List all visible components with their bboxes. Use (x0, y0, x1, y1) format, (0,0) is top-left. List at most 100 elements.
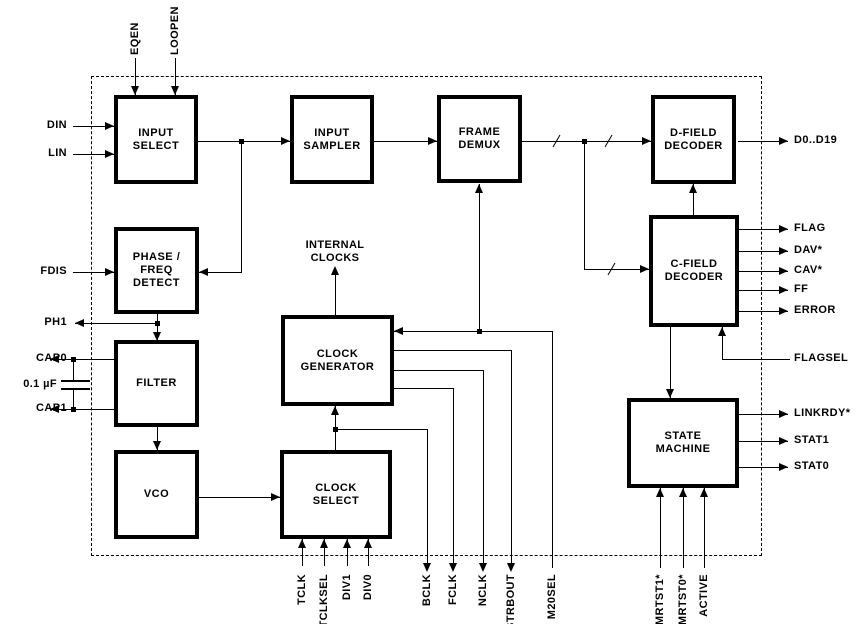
block-c-field-decoder: C-FIELD DECODER (649, 215, 739, 327)
pin-label-smrtst0: SMRTST0* (677, 574, 689, 624)
junction-dot (71, 357, 76, 362)
arrowhead (105, 268, 114, 276)
arrowhead (700, 488, 708, 497)
wire (324, 539, 325, 566)
wire (199, 272, 242, 273)
arrowhead (105, 150, 114, 158)
pin-label-fclk: FCLK (447, 574, 459, 605)
pin-label-flag: FLAG (794, 222, 826, 234)
block-clock-select: CLOCK SELECT (280, 450, 392, 539)
arrowhead (298, 539, 306, 548)
arrowhead (171, 86, 179, 95)
pin-label-cav: CAV* (794, 264, 823, 276)
arrowhead (479, 563, 487, 572)
wire (453, 388, 454, 569)
wire (738, 229, 788, 230)
pin-label-loopen: LOOPEN (169, 6, 181, 55)
wire (50, 409, 114, 410)
wire (722, 327, 723, 360)
pin-label-dav: DAV* (794, 244, 823, 256)
wire (368, 539, 369, 566)
arrowhead (364, 539, 372, 548)
pin-label-nclk: NCLK (477, 574, 489, 607)
block-vco: VCO (114, 450, 199, 539)
pin-label-error: ERROR (794, 304, 836, 316)
block-input-select: INPUT SELECT (114, 95, 198, 184)
capacitor-plate (61, 388, 90, 390)
junction-dot (239, 139, 244, 144)
wire (552, 331, 553, 568)
pin-label-m20sel: M20SEL (546, 574, 558, 620)
arrowhead (131, 86, 139, 95)
wire (479, 184, 480, 331)
arrowhead (507, 563, 515, 572)
wire (738, 251, 788, 252)
wire (335, 270, 336, 316)
wire (73, 272, 114, 273)
arrowhead (105, 122, 114, 130)
pin-label-smrtst1: SMRTST1* (654, 574, 666, 624)
arrowhead (779, 307, 788, 315)
arrowhead (199, 268, 208, 276)
arrowhead (779, 267, 788, 275)
pin-label-din: DIN (46, 119, 67, 131)
wire (241, 141, 242, 272)
arrowhead (779, 437, 788, 445)
wire (738, 271, 788, 272)
wire (584, 269, 649, 270)
arrowhead (779, 286, 788, 294)
wire (693, 184, 694, 216)
pin-label-eqen: EQEN (129, 22, 141, 55)
pin-label-d0-d19: D0..D19 (794, 134, 838, 146)
pin-label-tclk: TCLK (296, 574, 308, 605)
pin-label-linkrdy: LINKRDY* (794, 407, 851, 419)
wire (73, 154, 114, 155)
arrowhead (423, 563, 431, 572)
wire (427, 429, 428, 569)
pin-label-div0: DIV0 (362, 574, 374, 601)
pin-label-bclk: BCLK (421, 574, 433, 607)
pin-label-tclksel: TCLKSEL (318, 574, 330, 624)
arrowhead (343, 539, 351, 548)
wire (394, 370, 483, 371)
pin-label-cap0: CAP0 (36, 352, 67, 364)
arrowhead (779, 410, 788, 418)
wire (50, 359, 114, 360)
arrowhead (75, 319, 84, 327)
wire (73, 389, 74, 410)
arrowhead (779, 463, 788, 471)
wire (75, 323, 158, 324)
arrowhead (640, 265, 649, 273)
pin-label-stat0: STAT0 (794, 460, 830, 472)
wire (738, 290, 788, 291)
pin-label-flagsel: FLAGSEL (794, 352, 849, 364)
pin-label-ff: FF (794, 283, 809, 295)
wire (683, 488, 684, 568)
wire (738, 414, 788, 415)
arrowhead (779, 137, 788, 145)
arrowhead (475, 184, 483, 193)
arrowhead (153, 441, 161, 450)
wire (199, 497, 280, 498)
pin-label-strbout: STRBOUT (505, 574, 517, 624)
block-input-sampler: INPUT SAMPLER (290, 95, 374, 184)
arrowhead (331, 406, 339, 415)
arrowhead (331, 266, 339, 275)
arrowhead (271, 493, 280, 501)
arrowhead (656, 488, 664, 497)
block-frame-demux: FRAME DEMUX (437, 95, 522, 183)
chip-boundary (91, 76, 762, 556)
wire (738, 311, 788, 312)
wire (347, 539, 348, 566)
arrowhead (779, 225, 788, 233)
wire (394, 350, 511, 351)
arrowhead (428, 137, 437, 145)
wire (302, 539, 303, 566)
arrowhead (449, 563, 457, 572)
arrowhead (394, 327, 403, 335)
block-state-machine: STATE MACHINE (627, 398, 739, 488)
wire (722, 359, 790, 360)
arrowhead (666, 389, 674, 398)
capacitor-value-label: 0.1 µF (23, 378, 57, 390)
arrowhead (779, 247, 788, 255)
